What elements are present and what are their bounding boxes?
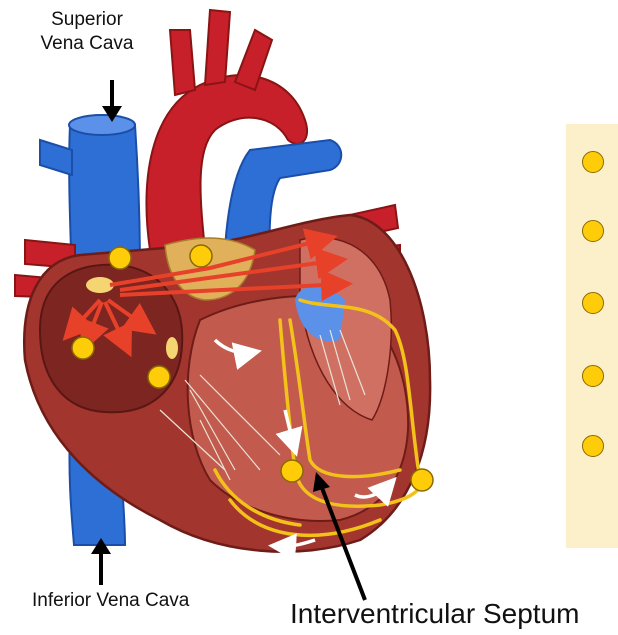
- answer-slot-3[interactable]: [582, 292, 604, 314]
- marker-septum[interactable]: [281, 460, 303, 482]
- answer-panel: [566, 124, 618, 548]
- marker-atrial-septum-top[interactable]: [190, 245, 212, 267]
- marker-right-atrium[interactable]: [72, 337, 94, 359]
- marker-svc-junction[interactable]: [109, 247, 131, 269]
- answer-slot-1[interactable]: [582, 151, 604, 173]
- marker-av-valve: [166, 337, 178, 359]
- answer-slot-5[interactable]: [582, 435, 604, 457]
- marker-av-node[interactable]: [148, 366, 170, 388]
- marker-apex[interactable]: [411, 469, 433, 491]
- answer-slot-4[interactable]: [582, 365, 604, 387]
- answer-slot-2[interactable]: [582, 220, 604, 242]
